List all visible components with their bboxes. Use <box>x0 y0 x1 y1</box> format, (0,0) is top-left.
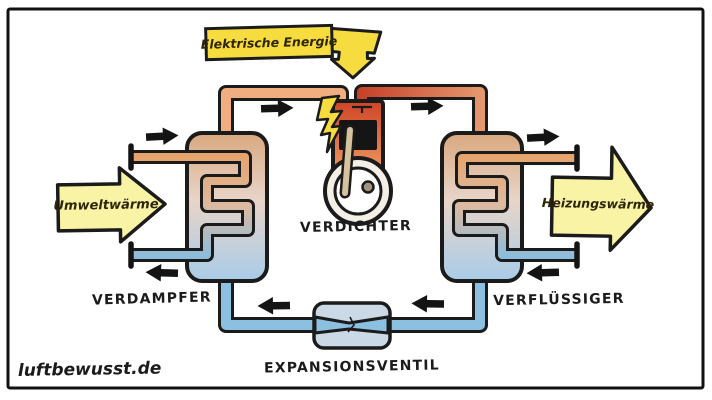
evaporator-label: VERDAMPFER <box>92 289 212 308</box>
crank-pin <box>361 180 375 194</box>
bent-down-arrow-icon <box>329 26 383 80</box>
lightning-bolt-icon <box>315 94 344 154</box>
output-heat-arrow: Heizungswärme <box>542 145 655 252</box>
expansion-valve-label: EXPANSIONSVENTIL <box>264 357 440 376</box>
compressor-label: VERDICHTER <box>300 218 412 236</box>
energy-banner-label: Elektrische Energie <box>201 33 338 52</box>
energy-banner: Elektrische Energie <box>201 23 383 80</box>
expansion-valve-pinch <box>313 315 390 335</box>
frame-border <box>6 7 705 390</box>
evaporator-coil <box>131 153 252 259</box>
compressor-vent-mark <box>352 105 372 113</box>
energy-banner-box <box>204 23 334 62</box>
condenser-label: VERFLÜSSIGER <box>493 289 625 309</box>
input-heat-arrow: Umweltwärme <box>53 166 167 244</box>
big-right-arrow-icon <box>549 145 653 252</box>
input-flow-label: Umweltwärme <box>53 197 159 214</box>
big-right-arrow-icon <box>55 166 167 244</box>
watermark: luftbewusst.de <box>18 358 162 381</box>
pipe-end-caps <box>128 143 580 269</box>
condenser-coil <box>455 154 577 259</box>
coils <box>131 150 577 262</box>
connecting-rod <box>342 127 353 196</box>
compressor <box>323 99 393 226</box>
output-flow-label: Heizungswärme <box>542 195 655 212</box>
valve-crack-line <box>347 316 355 333</box>
